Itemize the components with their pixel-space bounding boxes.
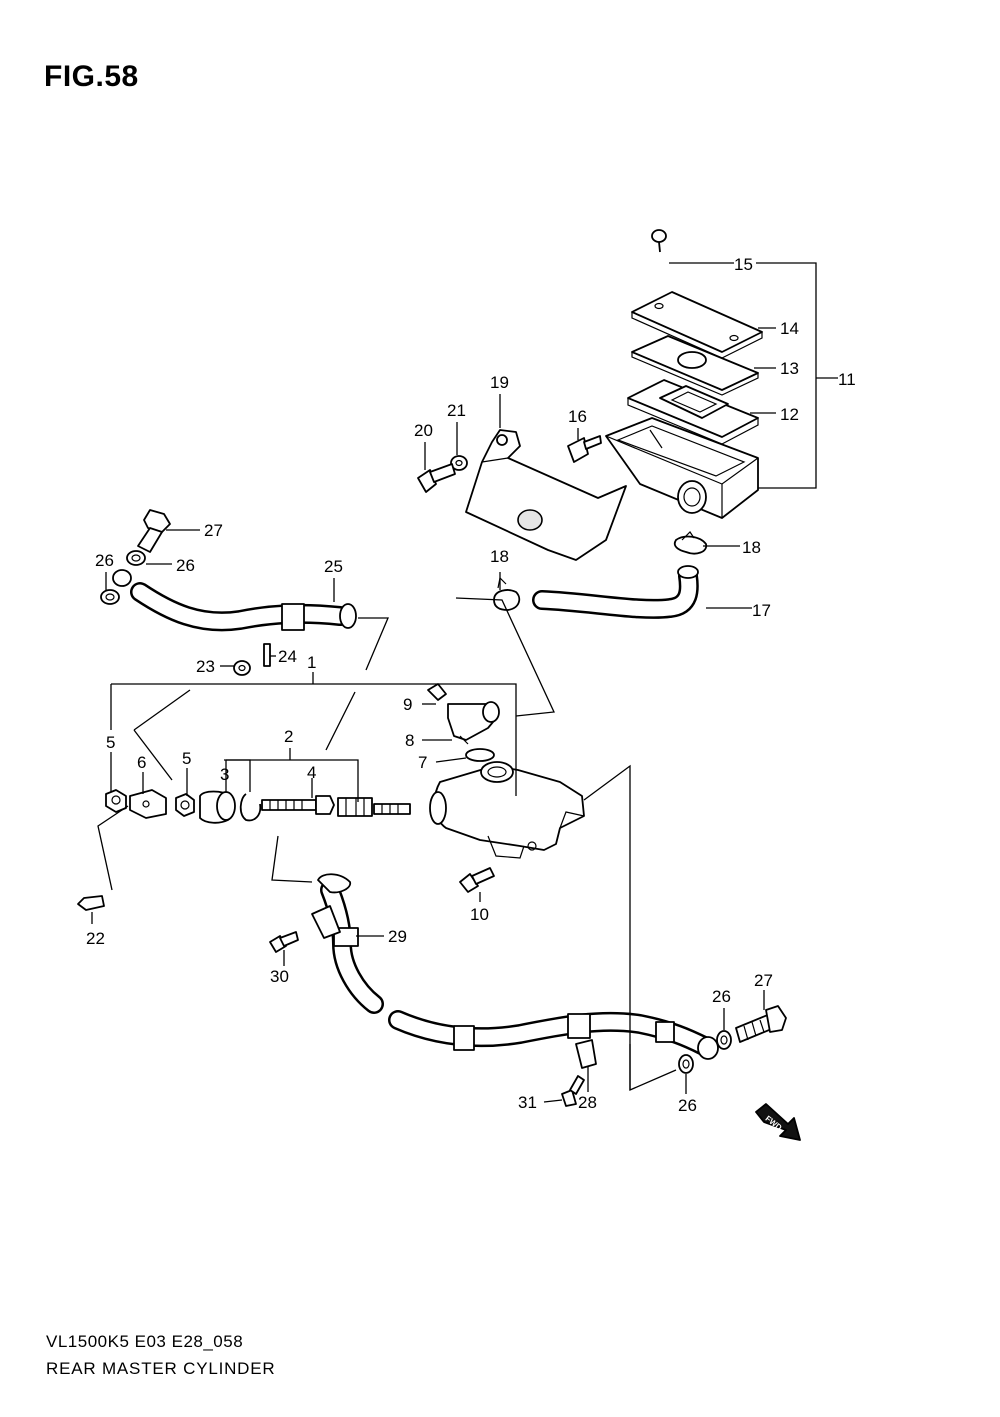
washer-21: [450, 455, 468, 471]
callout-1: 1: [307, 653, 316, 672]
callout-2: 2: [284, 727, 293, 746]
boot-3: [199, 790, 236, 824]
callout-11: 11: [838, 370, 856, 389]
brake-hose-25: [112, 569, 357, 632]
callout-25: 25: [324, 557, 343, 576]
oring-7: [465, 748, 495, 762]
clamp-29: [311, 905, 341, 939]
callout-26-lower-bottom: 26: [678, 1096, 697, 1115]
reservoir-screw-15: [651, 229, 667, 253]
nut-5-right: [175, 793, 195, 817]
section-title: REAR MASTER CYLINDER: [46, 1359, 276, 1378]
washer-26-lower-a: [716, 1030, 732, 1050]
callout-5-right: 5: [182, 749, 191, 768]
bolt-20: [417, 463, 456, 493]
model-code: VL1500K5 E03 E28_058: [46, 1332, 244, 1351]
pin-22: [77, 895, 105, 911]
hose-clamp-18-lower: [493, 576, 521, 611]
cotter-pin-24: [263, 643, 271, 667]
bracket-19: [465, 429, 627, 561]
washer-26-upper-a: [126, 550, 146, 566]
reservoir-hose-17: [532, 565, 699, 619]
washer-26-lower-b: [678, 1054, 694, 1074]
reservoir-diaphragm-12: [627, 379, 759, 445]
callout-24: 24: [278, 647, 297, 666]
callout-12: 12: [780, 405, 799, 424]
callout-8: 8: [405, 731, 414, 750]
callout-27-upper: 27: [204, 521, 223, 540]
callout-labels: 1 2 3 4 5 5 6 7 8 9 10 11 12 13 14 15 16…: [86, 255, 856, 1115]
fwd-direction-arrow: FWD: [755, 1103, 801, 1141]
callout-3: 3: [220, 765, 229, 784]
callout-26-upper-left: 26: [95, 551, 114, 570]
callout-22: 22: [86, 929, 105, 948]
callout-13: 13: [780, 359, 799, 378]
reservoir-plate-13: [631, 335, 759, 396]
callout-21: 21: [447, 401, 466, 420]
master-cylinder-body-1: [429, 761, 585, 859]
hose-clamp-18-upper: [673, 531, 708, 555]
union-bolt-27-upper: [137, 509, 171, 553]
callout-18-left: 18: [490, 547, 509, 566]
figure-title: FIG.58: [44, 60, 139, 93]
leader-lines: [91, 262, 838, 1103]
lower-brake-hose: [317, 873, 719, 1060]
callout-28: 28: [578, 1093, 597, 1112]
bolt-10: [459, 867, 495, 893]
reservoir-bolt-16: [567, 435, 602, 463]
callout-31: 31: [518, 1093, 537, 1112]
callout-26-upper-right: 26: [176, 556, 195, 575]
callout-23: 23: [196, 657, 215, 676]
callout-7: 7: [418, 753, 427, 772]
callout-20: 20: [414, 421, 433, 440]
callout-17: 17: [752, 601, 771, 620]
screw-9: [427, 683, 500, 723]
callout-10: 10: [470, 905, 489, 924]
bolt-30: [269, 931, 299, 953]
callout-5-left: 5: [106, 733, 115, 752]
callout-4: 4: [307, 763, 316, 782]
clamp-28: [575, 1039, 597, 1069]
circlip: [239, 793, 262, 822]
reservoir-body-11: [605, 417, 759, 519]
clevis-6: [129, 789, 167, 819]
callout-29: 29: [388, 927, 407, 946]
callout-6: 6: [137, 753, 146, 772]
callout-9: 9: [403, 695, 412, 714]
callout-26-lower-top: 26: [712, 987, 731, 1006]
callout-27-lower: 27: [754, 971, 773, 990]
callout-19: 19: [490, 373, 509, 392]
callout-18-right: 18: [742, 538, 761, 557]
callout-30: 30: [270, 967, 289, 986]
washer-26-upper-b: [100, 589, 120, 605]
push-rod-4: [261, 795, 335, 815]
bolt-31: [561, 1075, 585, 1107]
union-bolt-27-lower: [735, 1005, 787, 1043]
callout-16: 16: [568, 407, 587, 426]
piston-spring-set-2: [337, 797, 411, 817]
callout-15: 15: [734, 255, 753, 274]
callout-14: 14: [780, 319, 799, 338]
washer-23: [233, 660, 251, 676]
